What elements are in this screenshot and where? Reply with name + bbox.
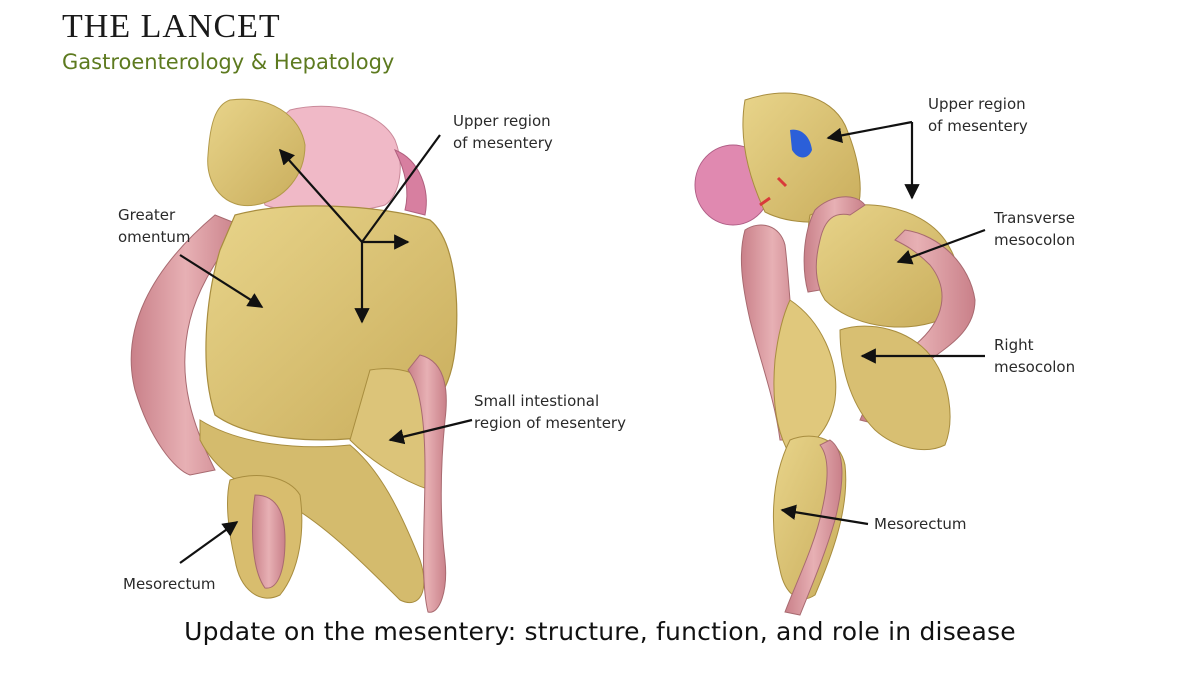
journal-subtitle: Gastroenterology & Hepatology <box>62 50 395 74</box>
label-right-mesorectum: Mesorectum <box>874 515 967 533</box>
arrow-left-upper-2 <box>361 134 441 243</box>
journal-title: THE LANCET <box>62 8 281 45</box>
right-central-mesentery <box>773 299 837 456</box>
left-bowel-loop <box>407 354 447 613</box>
label-small-intestinal-region: Small intestional region of mesentery <box>474 392 626 432</box>
arrow-left-mesorectum <box>179 521 239 564</box>
left-mesentery-model <box>130 98 473 613</box>
right-mesentery-model <box>694 92 986 616</box>
arrow-right-upper-1 <box>826 120 913 143</box>
figure-caption: Update on the mesentery: structure, func… <box>184 617 1016 646</box>
arrow-right-transverse <box>896 228 986 265</box>
journal-brand: THE LANCET Gastroenterology & Hepatology <box>62 8 394 76</box>
left-upper-lobe <box>207 98 306 207</box>
left-colon <box>130 214 241 476</box>
label-right-mesocolon: Right mesocolon <box>994 336 1076 376</box>
arrow-left-omentum <box>179 254 264 308</box>
label-right-upper-region: Upper region of mesentery <box>928 95 1028 135</box>
label-left-mesorectum: Mesorectum <box>123 575 216 593</box>
arrow-right-mesorectum <box>780 504 869 526</box>
label-greater-omentum: Greater omentum <box>118 206 191 246</box>
arrow-left-upper-1 <box>278 148 363 243</box>
arrow-left-small-int <box>388 418 473 445</box>
label-transverse-mesocolon: Transverse mesocolon <box>994 209 1076 249</box>
label-left-upper-region: Upper region of mesentery <box>453 112 553 152</box>
